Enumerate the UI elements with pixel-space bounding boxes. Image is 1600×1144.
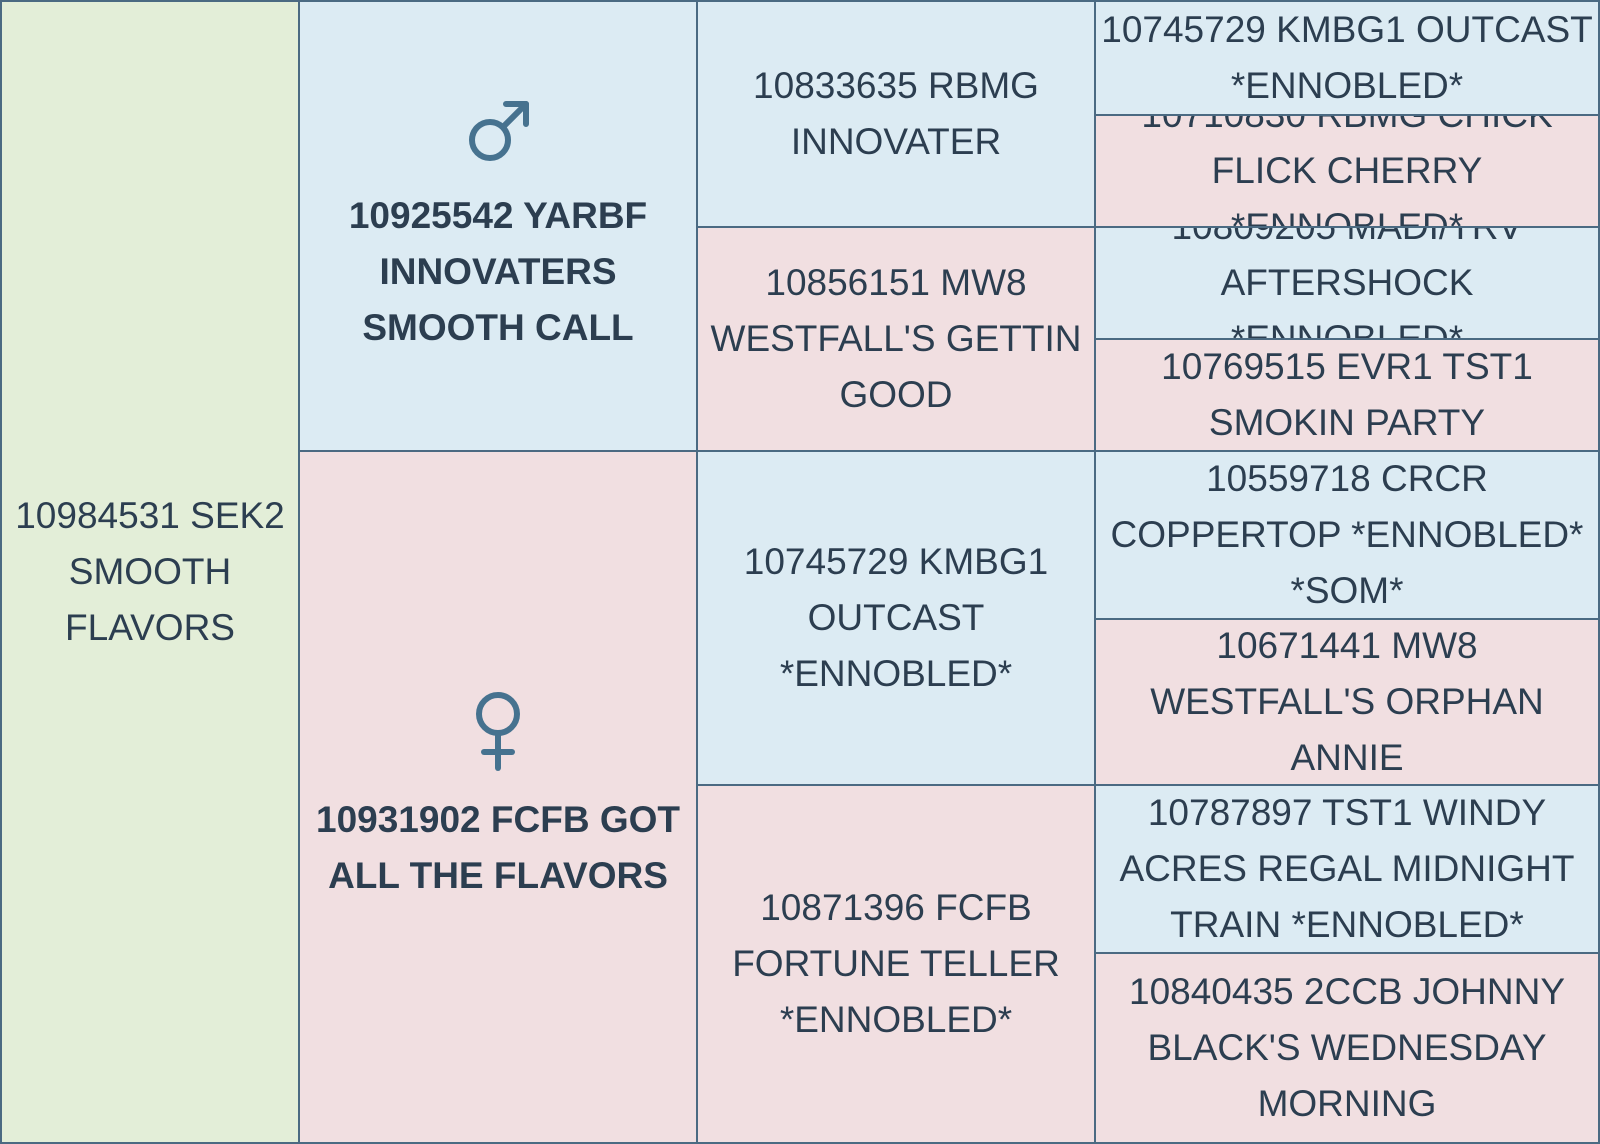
subject-cell[interactable]: 10984531 SEK2 SMOOTH FLAVORS <box>0 0 300 1144</box>
sire-cell[interactable]: 10925542 YARBF INNOVATERS SMOOTH CALL <box>298 0 698 452</box>
sire-sire-dam-cell[interactable]: 10710830 RBMG CHICK FLICK CHERRY *ENNOBL… <box>1094 114 1600 228</box>
dam-cell[interactable]: 10931902 FCFB GOT ALL THE FLAVORS <box>298 450 698 1144</box>
sire-dam-cell[interactable]: 10856151 MW8 WESTFALL'S GETTIN GOOD <box>696 226 1096 452</box>
sire-label: 10925542 YARBF INNOVATERS SMOOTH CALL <box>348 195 648 348</box>
dam-dam-sire-cell[interactable]: 10787897 TST1 WINDY ACRES REGAL MIDNIGHT… <box>1094 784 1600 954</box>
dam-label: 10931902 FCFB GOT ALL THE FLAVORS <box>316 799 680 896</box>
sire-sire-sire-label: 10745729 KMBG1 OUTCAST *ENNOBLED* <box>1101 9 1593 106</box>
dam-dam-cell[interactable]: 10871396 FCFB FORTUNE TELLER *ENNOBLED* <box>696 784 1096 1144</box>
sire-sire-dam-label: 10710830 RBMG CHICK FLICK CHERRY *ENNOBL… <box>1141 114 1553 228</box>
sire-sire-sire-cell[interactable]: 10745729 KMBG1 OUTCAST *ENNOBLED* <box>1094 0 1600 116</box>
dam-sire-label: 10745729 KMBG1 OUTCAST *ENNOBLED* <box>743 541 1049 694</box>
dam-sire-sire-cell[interactable]: 10559718 CRCR COPPERTOP *ENNOBLED* *SOM* <box>1094 450 1600 620</box>
sire-sire-cell[interactable]: 10833635 RBMG INNOVATER <box>696 0 1096 228</box>
dam-sire-dam-label: 10671441 MW8 WESTFALL'S ORPHAN ANNIE <box>1150 625 1544 778</box>
dam-dam-dam-label: 10840435 2CCB JOHNNY BLACK'S WEDNESDAY M… <box>1129 971 1565 1124</box>
male-symbol-icon <box>462 96 534 184</box>
dam-dam-label: 10871396 FCFB FORTUNE TELLER *ENNOBLED* <box>732 887 1060 1040</box>
sire-dam-dam-cell[interactable]: 10769515 EVR1 TST1 SMOKIN PARTY <box>1094 338 1600 452</box>
sire-dam-dam-label: 10769515 EVR1 TST1 SMOKIN PARTY <box>1161 346 1533 443</box>
sire-sire-label: 10833635 RBMG INNOVATER <box>753 65 1039 162</box>
dam-dam-dam-cell[interactable]: 10840435 2CCB JOHNNY BLACK'S WEDNESDAY M… <box>1094 952 1600 1144</box>
dam-sire-cell[interactable]: 10745729 KMBG1 OUTCAST *ENNOBLED* <box>696 450 1096 786</box>
sire-dam-label: 10856151 MW8 WESTFALL'S GETTIN GOOD <box>710 262 1082 415</box>
female-symbol-icon <box>468 690 528 788</box>
subject-label: 10984531 SEK2 SMOOTH FLAVORS <box>15 495 285 648</box>
sire-dam-sire-cell[interactable]: 10809205 MADI/TRV AFTERSHOCK *ENNOBLED* <box>1094 226 1600 340</box>
dam-sire-sire-label: 10559718 CRCR COPPERTOP *ENNOBLED* *SOM* <box>1110 458 1584 611</box>
dam-dam-sire-label: 10787897 TST1 WINDY ACRES REGAL MIDNIGHT… <box>1119 792 1575 945</box>
dam-sire-dam-cell[interactable]: 10671441 MW8 WESTFALL'S ORPHAN ANNIE <box>1094 618 1600 786</box>
sire-dam-sire-label: 10809205 MADI/TRV AFTERSHOCK *ENNOBLED* <box>1171 226 1523 340</box>
